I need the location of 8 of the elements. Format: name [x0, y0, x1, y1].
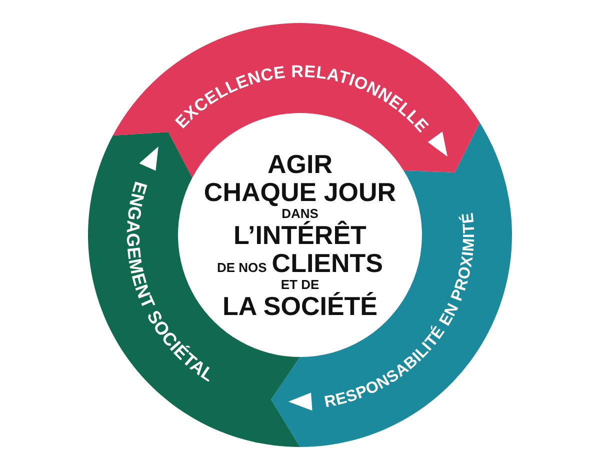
- heading-text: CLIENTS: [272, 250, 384, 276]
- body-text: DANS: [282, 207, 318, 220]
- heading-text: CHAQUE JOUR: [204, 179, 396, 205]
- heading-text: LA SOCIÉTÉ: [222, 293, 378, 319]
- heading-text: AGIR: [268, 151, 332, 177]
- body-text: ET DE: [280, 278, 320, 291]
- body-text: DE NOS: [216, 261, 267, 274]
- heading-text: L’INTÉRÊT: [234, 222, 366, 248]
